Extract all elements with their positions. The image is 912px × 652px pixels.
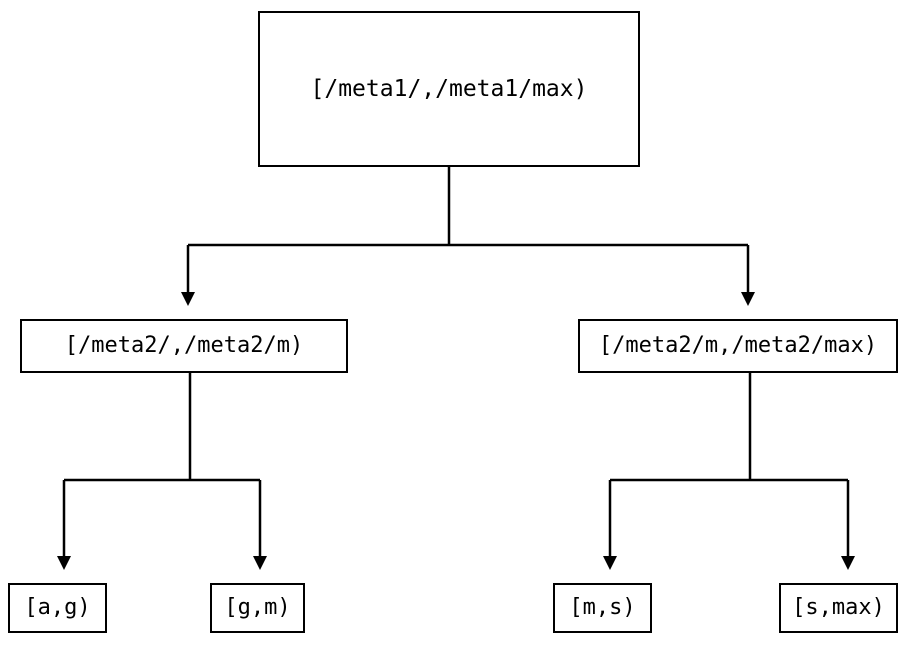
node-root: [/meta1/,/meta1/max) (258, 11, 640, 167)
edge-mid-right-to-leaves (603, 373, 855, 570)
arrowhead-to-leaf-a-g-icon (57, 556, 71, 570)
arrowhead-to-leaf-g-m-icon (253, 556, 267, 570)
node-leaf-g-m: [g,m) (210, 583, 305, 633)
node-mid-left: [/meta2/,/meta2/m) (20, 319, 348, 373)
node-leaf-s-max: [s,max) (779, 583, 898, 633)
arrowhead-root-to-mid-left-icon (181, 292, 195, 306)
node-mid-right: [/meta2/m,/meta2/max) (578, 319, 898, 373)
node-leaf-a-g: [a,g) (8, 583, 107, 633)
arrowhead-root-to-mid-right-icon (741, 292, 755, 306)
arrowhead-to-leaf-s-max-icon (841, 556, 855, 570)
node-leaf-m-s: [m,s) (553, 583, 652, 633)
arrowhead-to-leaf-m-s-icon (603, 556, 617, 570)
edge-mid-left-to-leaves (57, 373, 267, 570)
edge-root-to-mid-level (181, 167, 755, 306)
